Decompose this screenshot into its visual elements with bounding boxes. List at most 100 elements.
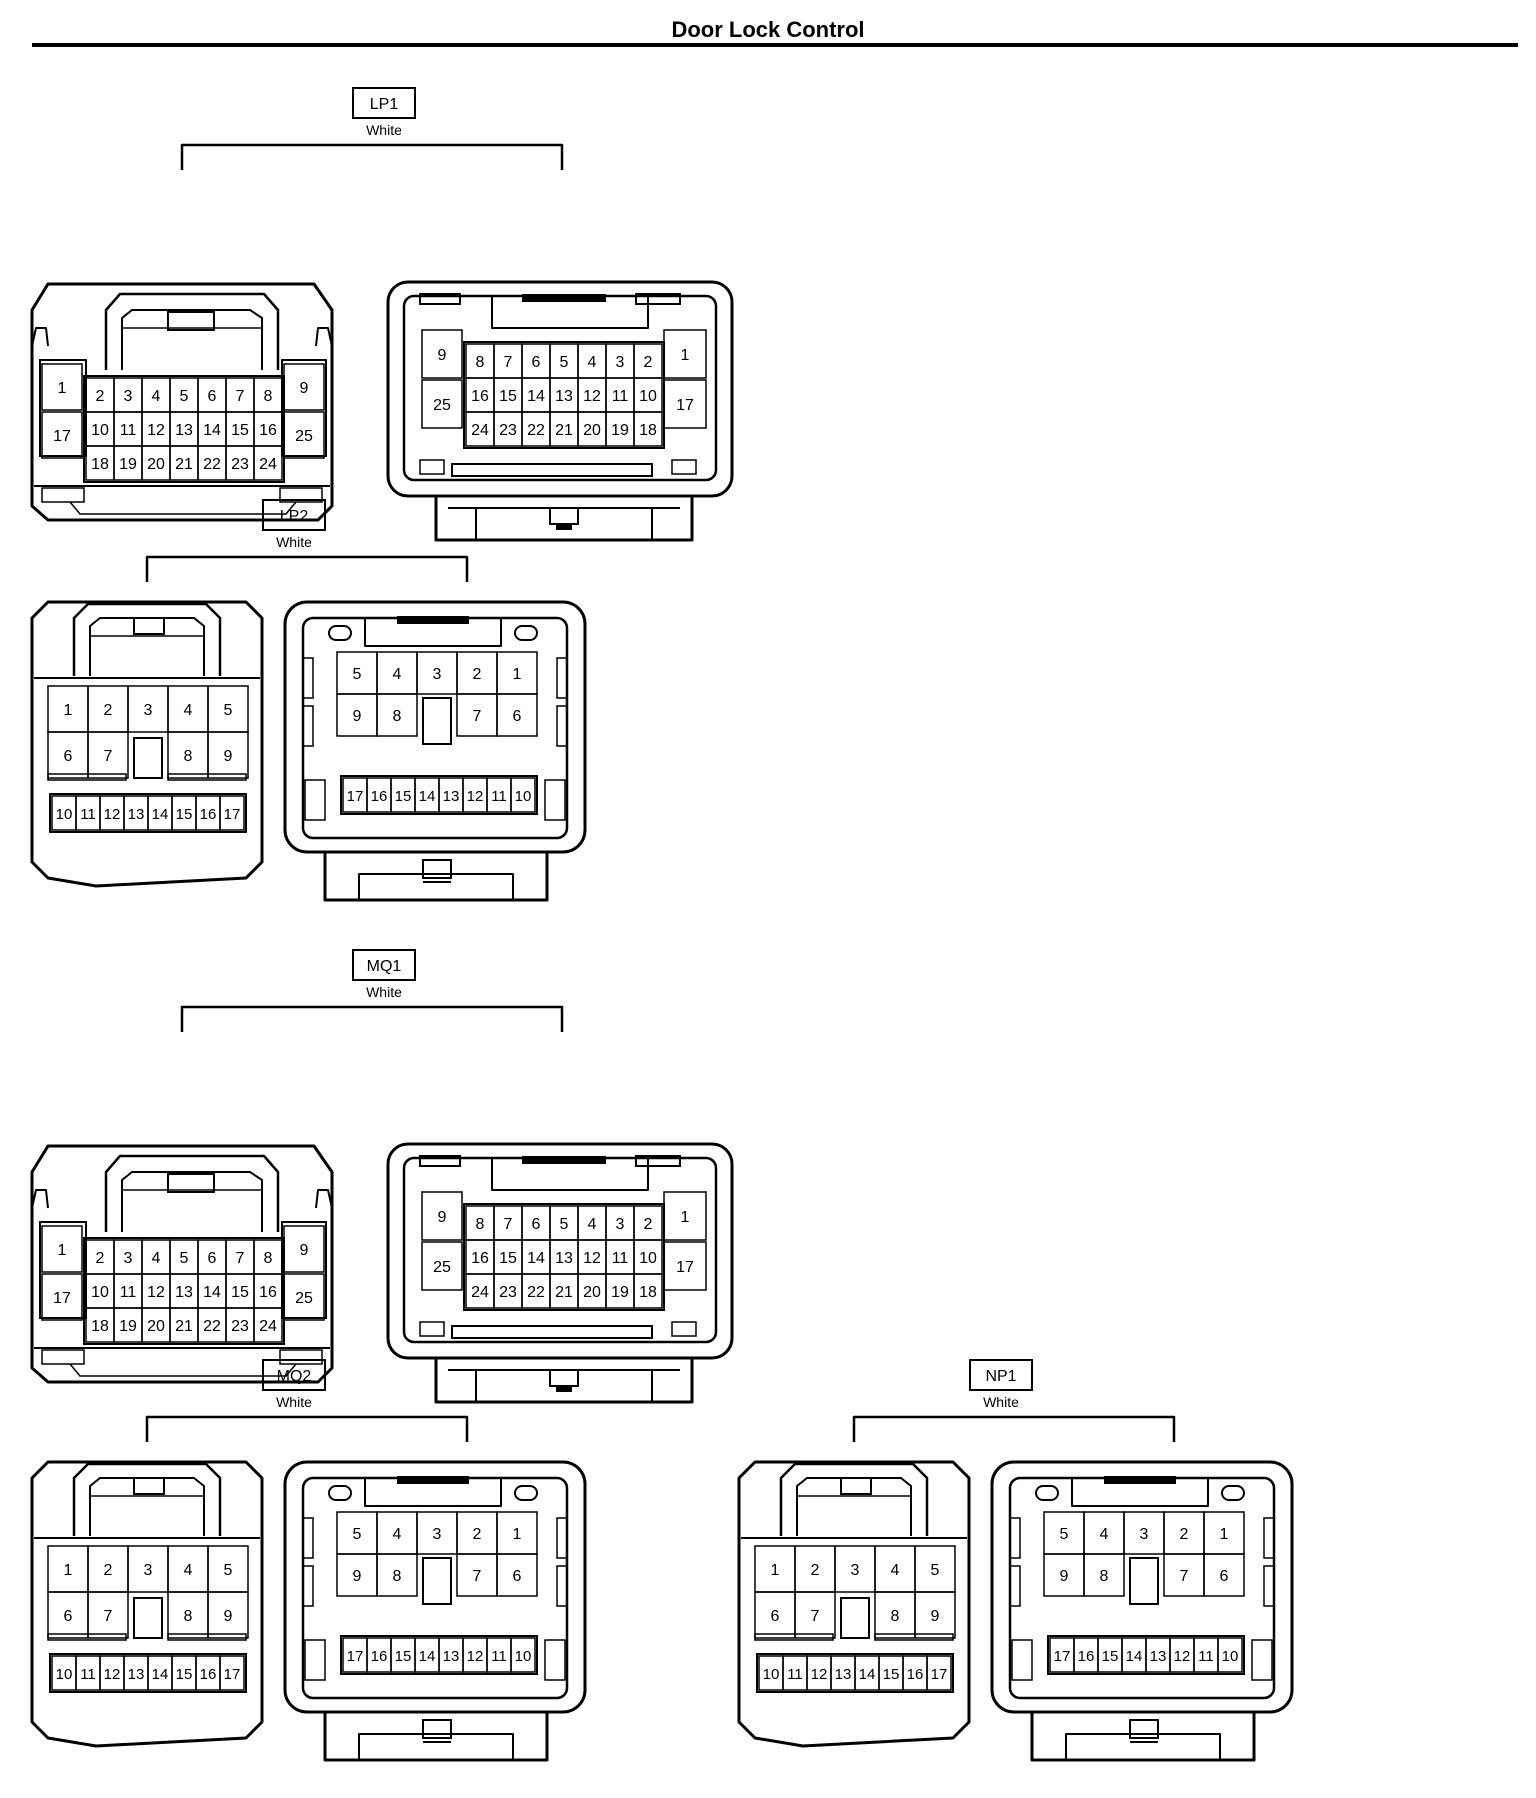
- pin-number: 22: [203, 456, 221, 473]
- pin-number: 11: [787, 1666, 803, 1683]
- male-right-foot: [279, 1349, 323, 1365]
- connector-id-box: [352, 949, 416, 981]
- pin-number: 4: [152, 388, 161, 405]
- female-lock-pin: [556, 524, 572, 530]
- pin-cavity: [1217, 1637, 1243, 1673]
- pin-number: 16: [200, 806, 217, 823]
- female-lock-rib-right: [651, 1369, 680, 1402]
- pin-number: 21: [555, 1284, 573, 1301]
- female-center-post: [1129, 1557, 1159, 1605]
- pin-number: 17: [53, 428, 71, 445]
- female-lock-tab: [549, 507, 579, 525]
- female-outline: [386, 280, 734, 498]
- male-center-post: [840, 1597, 870, 1639]
- pin-number: 5: [931, 1562, 940, 1579]
- pin-number: 24: [471, 422, 489, 439]
- pin-number: 10: [763, 1666, 780, 1683]
- pin-number: 14: [527, 1250, 545, 1267]
- pin-number: 9: [224, 748, 233, 765]
- pin-number: 9: [353, 708, 362, 725]
- pin-number: 7: [236, 1250, 245, 1267]
- female-side-slot-r2: [1263, 1565, 1275, 1607]
- pin-number: 1: [58, 1242, 67, 1259]
- pin-number: 8: [264, 388, 273, 405]
- pin-number: 13: [555, 388, 573, 405]
- connector-id: MQ2: [277, 1368, 312, 1385]
- pin-number: 17: [676, 1259, 694, 1276]
- pin-number: 6: [513, 708, 522, 725]
- pin-number: 11: [80, 1666, 96, 1683]
- pin-number: 11: [612, 388, 629, 405]
- pin-number: 16: [471, 388, 489, 405]
- pin-number: 2: [473, 1526, 482, 1543]
- pin-number: 6: [513, 1568, 522, 1585]
- pin-number: 2: [811, 1562, 820, 1579]
- female-side-slot-r1: [556, 657, 568, 699]
- pin-number: 13: [443, 788, 460, 805]
- pin-number: 12: [467, 1648, 484, 1665]
- pin-number: 19: [611, 422, 629, 439]
- female-center-post: [422, 1557, 452, 1605]
- pin-number: 6: [771, 1608, 780, 1625]
- pin-number: 7: [104, 1608, 113, 1625]
- pin-number: 4: [152, 1250, 161, 1267]
- connector-color: White: [276, 1394, 312, 1410]
- female-outline: [990, 1460, 1294, 1714]
- pin-number: 6: [532, 354, 541, 371]
- latch-inner: [121, 309, 263, 370]
- pin-number: 7: [104, 748, 113, 765]
- pin-number: 8: [476, 354, 485, 371]
- pin-cavity: [633, 1273, 663, 1309]
- pin-cavity: [207, 1591, 249, 1639]
- pin-number: 11: [120, 1284, 137, 1301]
- pin-number: 25: [433, 397, 451, 414]
- female-lock-rib-right: [651, 507, 680, 540]
- pin-number: 17: [347, 788, 364, 805]
- male-outline: [30, 282, 334, 522]
- pin-number: 24: [259, 456, 277, 473]
- title-underline: [32, 43, 1518, 47]
- female-bottom-slot-right: [671, 459, 697, 475]
- pin-cavity: [41, 1225, 83, 1273]
- female-lock-housing: [323, 852, 549, 902]
- pin-number: 23: [499, 422, 517, 439]
- pin-number: 13: [175, 1284, 193, 1301]
- male-left-foot: [41, 1349, 85, 1365]
- pin-number: 5: [353, 1526, 362, 1543]
- pin-number: 25: [433, 1259, 451, 1276]
- pin-number: 15: [231, 422, 249, 439]
- female-lower-slot-left: [304, 779, 326, 821]
- pin-number: 3: [124, 388, 133, 405]
- pin-number: 13: [1150, 1648, 1167, 1665]
- pin-number: 15: [231, 1284, 249, 1301]
- pin-number: 23: [499, 1284, 517, 1301]
- pin-number: 14: [203, 422, 221, 439]
- pin-number: 1: [1220, 1526, 1229, 1543]
- connector-id: LP2: [280, 508, 309, 525]
- female-key: [522, 294, 606, 302]
- female-outline: [386, 1142, 734, 1360]
- female-outline: [283, 600, 587, 854]
- pin-number: 4: [588, 1216, 597, 1233]
- pin-number: 18: [91, 456, 109, 473]
- latch-inner: [89, 617, 205, 676]
- pin-number: 16: [371, 1648, 388, 1665]
- pin-number: 15: [1102, 1648, 1119, 1665]
- pin-number: 8: [393, 1568, 402, 1585]
- male-rib-right: [167, 1633, 247, 1641]
- female-top-slot-left: [419, 293, 461, 305]
- pin-cavity: [663, 1241, 707, 1291]
- pin-number: 4: [393, 1526, 402, 1543]
- pin-number: 11: [1198, 1648, 1214, 1665]
- mating-bracket: [145, 555, 469, 582]
- connector-color: White: [983, 1394, 1019, 1410]
- connector-id-box: [262, 1359, 326, 1391]
- mating-bracket: [180, 143, 564, 170]
- pin-cavity: [283, 411, 325, 459]
- pin-number: 3: [851, 1562, 860, 1579]
- pin-number: 5: [180, 388, 189, 405]
- pin-number: 5: [353, 666, 362, 683]
